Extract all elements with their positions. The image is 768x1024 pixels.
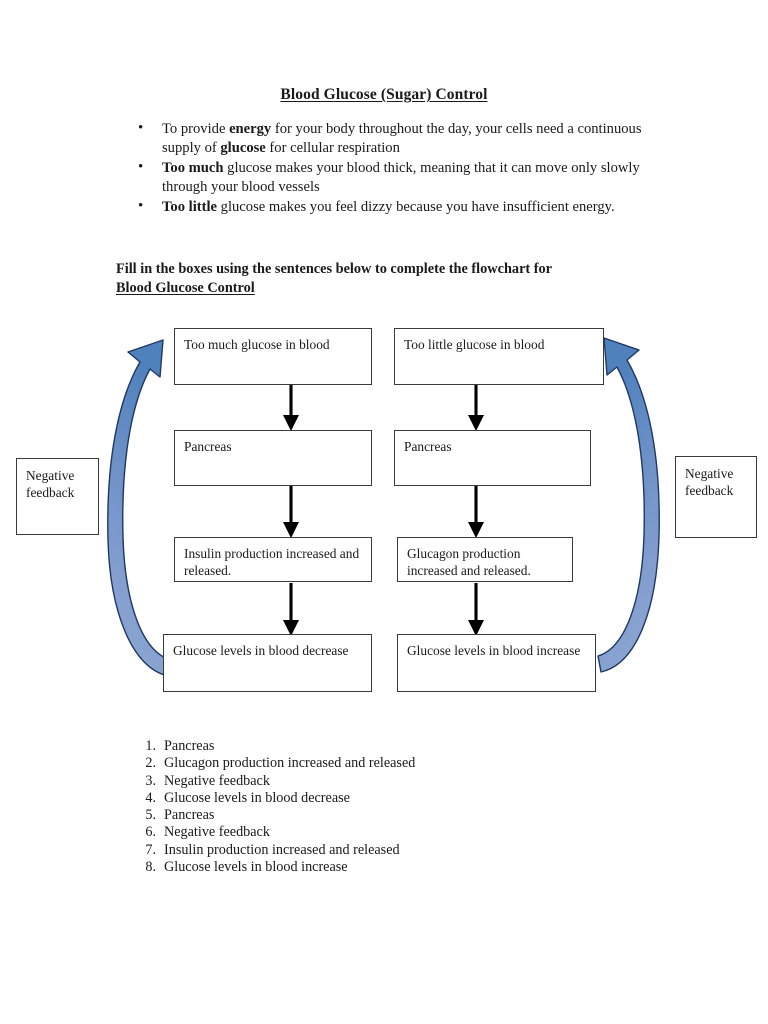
answer-item-text: Glucose levels in blood increase bbox=[164, 858, 348, 875]
answer-item-text: Glucagon production increased and releas… bbox=[164, 755, 416, 772]
flow-box-right-2[interactable]: Pancreas bbox=[394, 430, 591, 486]
right-feedback-arrow-icon bbox=[597, 337, 660, 673]
answer-item-text: Negative feedback bbox=[164, 824, 270, 841]
answer-list-item: 5. Pancreas bbox=[136, 807, 415, 824]
flow-box-left-4[interactable]: Glucose levels in blood decrease bbox=[163, 634, 372, 692]
negative-feedback-box-right[interactable]: Negative feedback bbox=[675, 456, 757, 538]
instruction-text: Fill in the boxes using the sentences be… bbox=[116, 260, 646, 297]
flow-box-right-1[interactable]: Too little glucose in blood bbox=[394, 328, 604, 385]
answer-list-item: 6. Negative feedback bbox=[136, 824, 415, 841]
answer-item-number: 2. bbox=[145, 755, 156, 772]
answer-list-item: 8. Glucose levels in blood increase bbox=[136, 859, 415, 876]
answer-list-item: 4. Glucose levels in blood decrease bbox=[136, 790, 415, 807]
answer-item-number: 4. bbox=[145, 789, 156, 806]
answer-list-item: 7. Insulin production increased and relea… bbox=[136, 842, 415, 859]
body-text: glucose makes your blood thick, meaning … bbox=[162, 159, 640, 195]
flow-box-left-2[interactable]: Pancreas bbox=[174, 430, 372, 486]
negative-feedback-box-left[interactable]: Negative feedback bbox=[16, 458, 99, 535]
body-text: To provide bbox=[162, 121, 230, 137]
flow-box-left-1[interactable]: Too much glucose in blood bbox=[174, 328, 372, 385]
instruction-line-1: Fill in the boxes using the sentences be… bbox=[116, 261, 552, 277]
emphasis-text: Too little bbox=[162, 198, 217, 215]
answer-item-text: Pancreas bbox=[164, 807, 215, 823]
emphasis-text: energy bbox=[229, 121, 272, 137]
flow-box-right-4[interactable]: Glucose levels in blood increase bbox=[397, 634, 596, 692]
intro-bullet-list: To provide energy for your body througho… bbox=[130, 119, 660, 218]
intro-bullet-item: Too much glucose makes your blood thick,… bbox=[130, 158, 660, 197]
flow-box-right-3[interactable]: Glucagon production increased and releas… bbox=[397, 537, 573, 582]
answer-item-number: 8. bbox=[145, 858, 156, 875]
answer-item-text: Pancreas bbox=[164, 738, 215, 754]
answer-list-item: 1. Pancreas bbox=[136, 738, 415, 755]
body-text: for your body throughout the day, your c… bbox=[162, 121, 642, 156]
body-text: for cellular respiration bbox=[265, 139, 400, 156]
answer-item-number: 3. bbox=[145, 772, 156, 789]
page-title: Blood Glucose (Sugar) Control bbox=[280, 86, 488, 103]
answer-list-item: 2. Glucagon production increased and rele… bbox=[136, 755, 415, 772]
answer-item-number: 7. bbox=[145, 841, 156, 858]
body-text: glucose makes you feel dizzy because you… bbox=[217, 198, 615, 215]
answer-item-text: Glucose levels in blood decrease bbox=[164, 789, 350, 806]
answer-item-number: 6. bbox=[145, 824, 156, 841]
intro-bullet-item: Too little glucose makes you feel dizzy … bbox=[130, 197, 660, 217]
intro-bullet-item: To provide energy for your body througho… bbox=[130, 119, 660, 158]
answer-list-item: 3. Negative feedback bbox=[136, 773, 415, 790]
answer-item-text: Negative feedback bbox=[164, 772, 270, 789]
instruction-line-2: Blood Glucose Control bbox=[116, 279, 255, 296]
flow-box-left-3[interactable]: Insulin production increased and release… bbox=[174, 537, 372, 582]
answer-item-text: Insulin production increased and release… bbox=[164, 841, 400, 858]
emphasis-text: glucose bbox=[220, 139, 266, 156]
left-feedback-arrow-icon bbox=[107, 339, 172, 677]
answer-options-list: 1. Pancreas 2. Glucagon production increase… bbox=[136, 738, 415, 876]
answer-item-number: 5. bbox=[145, 807, 156, 823]
answer-item-number: 1. bbox=[145, 738, 156, 754]
emphasis-text: Too much bbox=[162, 159, 224, 176]
